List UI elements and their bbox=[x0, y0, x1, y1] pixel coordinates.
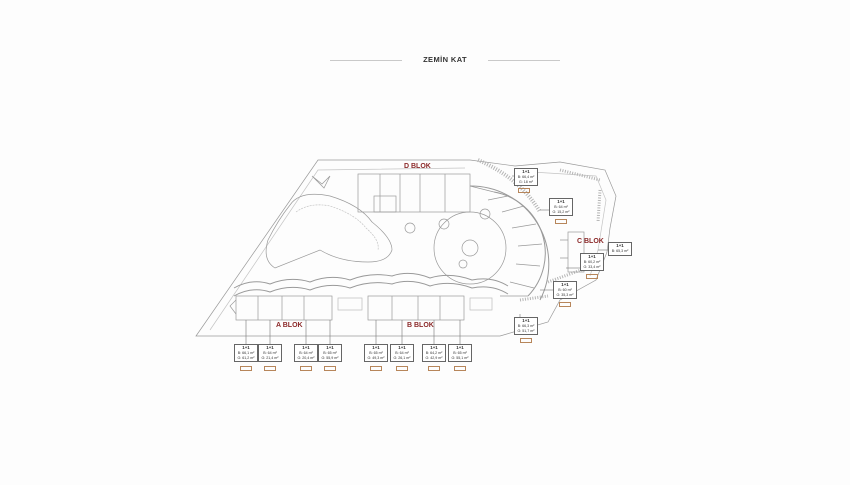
unit-tag bbox=[518, 188, 530, 193]
unit-card: 1+1 B: 64,2 m² G: 42,9 m² bbox=[422, 344, 446, 363]
unit-card: 1+1 B: 66,3 m² G: 51,7 m² bbox=[514, 317, 538, 336]
unit-tag bbox=[555, 219, 567, 224]
title-group: ZEMİN KAT bbox=[330, 52, 560, 68]
unit-card: 1+1 B: 60,2 m² G: 33,4 m² bbox=[580, 253, 604, 272]
unit-tag bbox=[264, 366, 276, 371]
c-block-label: C BLOK bbox=[577, 238, 604, 245]
site-boundary bbox=[195, 159, 617, 337]
unit-card: 1+1 B: 66,1 m² G: 61,2 m² bbox=[234, 344, 258, 363]
title-rule-left bbox=[330, 60, 402, 61]
unit-tag bbox=[520, 338, 532, 343]
unit-card: 1+1 B: 64 m² G: 15,2 m² bbox=[549, 198, 573, 217]
unit-tag bbox=[324, 366, 336, 371]
unit-card: 1+1 B: 65 m² G: 55,1 m² bbox=[448, 344, 472, 363]
unit-card: 1+1 B: 66,4 m² G: 18 m² bbox=[514, 168, 538, 187]
d-block-building bbox=[357, 173, 471, 213]
unit-card: 1+1 B: 64 m² G: 26,1 m² bbox=[390, 344, 414, 363]
a-block-building bbox=[235, 295, 333, 321]
unit-tag bbox=[454, 366, 466, 371]
unit-tag bbox=[370, 366, 382, 371]
a-block-label: A BLOK bbox=[276, 322, 303, 329]
unit-card: 1+1 B: 65 m² G: 49,3 m² bbox=[364, 344, 388, 363]
d-block-label: D BLOK bbox=[404, 163, 431, 170]
unit-card: 1+1 B: 64 m² G: 21,4 m² bbox=[258, 344, 282, 363]
unit-card: 1+1 B: 64 m² G: 20,4 m² bbox=[294, 344, 318, 363]
unit-tag bbox=[586, 274, 598, 279]
c-block-arc bbox=[469, 185, 550, 301]
unit-tag bbox=[396, 366, 408, 371]
landscape-band bbox=[233, 272, 509, 289]
central-plaza bbox=[433, 211, 507, 285]
unit-card: 1+1 B: 65,3 m² bbox=[608, 242, 632, 256]
unit-tag bbox=[559, 302, 571, 307]
b-block-label: B BLOK bbox=[407, 322, 434, 329]
c-block-building bbox=[567, 231, 585, 273]
page-title: ZEMİN KAT bbox=[423, 55, 467, 64]
b-block-building bbox=[367, 295, 465, 321]
title-rule-right bbox=[488, 60, 560, 61]
unit-tag bbox=[240, 366, 252, 371]
unit-tag bbox=[300, 366, 312, 371]
unit-card: 1+1 B: 65 m² G: 55,9 m² bbox=[318, 344, 342, 363]
unit-card: 1+1 B: 60 m² G: 35,3 m² bbox=[553, 281, 577, 300]
unit-tag bbox=[428, 366, 440, 371]
pool-outline bbox=[265, 193, 393, 269]
